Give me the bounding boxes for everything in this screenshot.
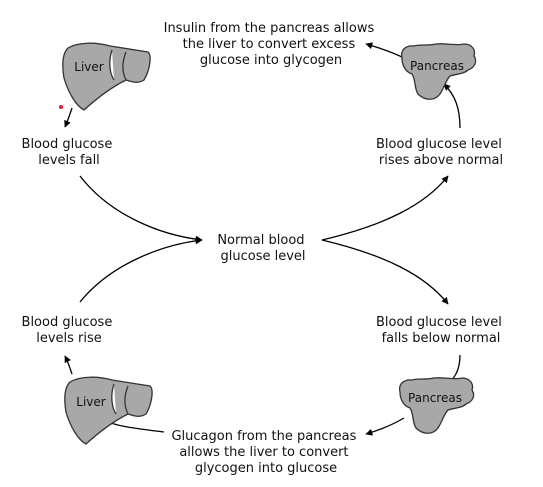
levels-fall-line-1: Blood glucose: [22, 137, 113, 152]
pancreas-bottom-label: Pancreas: [408, 391, 462, 405]
liver-icon: [64, 376, 153, 445]
arrow-rises-to-pancreas: [443, 83, 461, 129]
glucagon-text: Glucagon from the pancreas allows the li…: [171, 429, 360, 476]
pancreas-icon: [398, 377, 475, 434]
rises-above-text: Blood glucose level rises above normal: [376, 137, 506, 168]
rises-above-line-1: Blood glucose level: [376, 137, 502, 152]
levels-rise-text: Blood glucose levels rise: [22, 315, 117, 346]
pancreas-bottom: Pancreas: [398, 377, 475, 434]
arrow-liver-to-fall: [64, 107, 73, 128]
arrow-center-to-rises: [321, 175, 449, 241]
levels-rise-line-2: levels rise: [36, 331, 102, 346]
falls-below-line-1: Blood glucose level: [376, 315, 502, 330]
falls-below-line-2: falls below normal: [382, 331, 501, 346]
rises-above-line-2: rises above normal: [379, 153, 503, 168]
liver-top-label: Liver: [74, 60, 104, 74]
arrow-pancreas-to-glucagon: [365, 417, 405, 436]
arrow-center-to-below: [321, 239, 449, 305]
liver-icon: [62, 42, 151, 111]
insulin-line-3: glucose into glycogen: [200, 53, 342, 68]
center-line-1: Normal blood: [217, 233, 304, 248]
pancreas-top-label: Pancreas: [410, 59, 464, 73]
levels-fall-text: Blood glucose levels fall: [22, 137, 117, 168]
arrow-fall-to-center: [79, 175, 203, 243]
red-dot-marker: [59, 105, 63, 109]
arrow-rise-to-center: [79, 237, 203, 303]
liver-bottom: Liver: [64, 376, 153, 445]
insulin-text: Insulin from the pancreas allows the liv…: [164, 21, 379, 68]
glucagon-line-2: allows the liver to convert: [179, 445, 348, 460]
glucagon-line-3: glycogen into glucose: [195, 461, 337, 476]
glucagon-line-1: Glucagon from the pancreas: [171, 429, 356, 444]
levels-fall-line-2: levels fall: [38, 153, 100, 168]
pancreas-top: Pancreas: [400, 43, 477, 100]
insulin-line-1: Insulin from the pancreas allows: [164, 21, 375, 36]
insulin-line-2: the liver to convert excess: [183, 37, 356, 52]
arrow-pancreas-to-insulin: [365, 42, 405, 59]
arrow-liver-to-rise: [64, 355, 73, 375]
center-line-2: glucose level: [220, 249, 305, 264]
liver-top: Liver: [62, 42, 151, 111]
liver-bottom-label: Liver: [76, 395, 106, 409]
falls-below-text: Blood glucose level falls below normal: [376, 315, 506, 346]
center-text: Normal blood glucose level: [217, 233, 308, 264]
pancreas-icon: [400, 43, 477, 100]
levels-rise-line-1: Blood glucose: [22, 315, 113, 330]
